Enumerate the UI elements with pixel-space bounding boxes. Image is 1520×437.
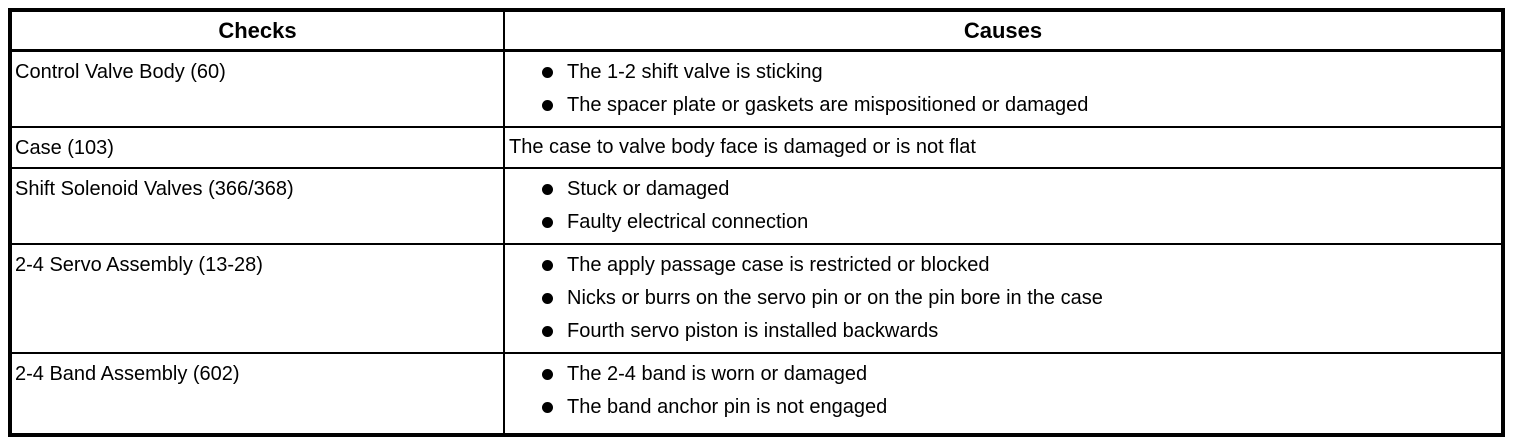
bullet-icon <box>542 326 553 337</box>
check-cell: 2-4 Servo Assembly (13-28) <box>12 245 505 352</box>
table-row-shift-solenoid-valves: Shift Solenoid Valves (366/368) Stuck or… <box>12 167 1501 243</box>
table-header-row: Checks Causes <box>12 12 1501 49</box>
table-row-servo-assembly: 2-4 Servo Assembly (13-28) The apply pas… <box>12 243 1501 352</box>
cause-item: Faulty electrical connection <box>505 206 1497 239</box>
check-cell: Control Valve Body (60) <box>12 52 505 126</box>
table-row-control-valve-body: Control Valve Body (60) The 1-2 shift va… <box>12 49 1501 126</box>
causes-cell: The case to valve body face is damaged o… <box>505 128 1501 167</box>
cause-text: Stuck or damaged <box>567 178 730 200</box>
cause-text: The 2-4 band is worn or damaged <box>567 363 868 385</box>
cause-text: The case to valve body face is damaged o… <box>509 136 976 158</box>
bullet-icon <box>542 402 553 413</box>
cause-text: The spacer plate or gaskets are misposit… <box>567 94 1089 116</box>
cause-item: The 1-2 shift valve is sticking <box>505 56 1497 89</box>
causes-cell: The apply passage case is restricted or … <box>505 245 1501 352</box>
cause-item: Nicks or burrs on the servo pin or on th… <box>505 282 1497 315</box>
check-cell: Shift Solenoid Valves (366/368) <box>12 169 505 243</box>
table-row-case: Case (103) The case to valve body face i… <box>12 126 1501 167</box>
causes-cell: The 2-4 band is worn or damaged The band… <box>505 354 1501 433</box>
bullet-icon <box>542 67 553 78</box>
bullet-icon <box>542 100 553 111</box>
cause-item: Stuck or damaged <box>505 173 1497 206</box>
cause-text: Fourth servo piston is installed backwar… <box>567 320 939 342</box>
check-cell: Case (103) <box>12 128 505 167</box>
column-header-checks: Checks <box>12 12 505 49</box>
cause-item: The spacer plate or gaskets are misposit… <box>505 89 1497 122</box>
check-cell: 2-4 Band Assembly (602) <box>12 354 505 433</box>
table-row-band-assembly: 2-4 Band Assembly (602) The 2-4 band is … <box>12 352 1501 433</box>
cause-item: Fourth servo piston is installed backwar… <box>505 315 1497 348</box>
cause-text: The apply passage case is restricted or … <box>567 254 990 276</box>
cause-text: The band anchor pin is not engaged <box>567 396 888 418</box>
bullet-icon <box>542 369 553 380</box>
diagnosis-table: Checks Causes Control Valve Body (60) Th… <box>8 8 1505 437</box>
cause-text: The 1-2 shift valve is sticking <box>567 61 823 83</box>
column-header-causes: Causes <box>963 17 1043 43</box>
causes-cell: Stuck or damaged Faulty electrical conne… <box>505 169 1501 243</box>
cause-text: Nicks or burrs on the servo pin or on th… <box>567 287 1103 309</box>
cause-item: The 2-4 band is worn or damaged <box>505 358 1497 391</box>
bullet-icon <box>542 293 553 304</box>
bullet-icon <box>542 184 553 195</box>
bullet-icon <box>542 260 553 271</box>
cause-text: Faulty electrical connection <box>567 211 809 233</box>
cause-item: The apply passage case is restricted or … <box>505 249 1497 282</box>
bullet-icon <box>542 217 553 228</box>
causes-cell: The 1-2 shift valve is sticking The spac… <box>505 52 1501 126</box>
cause-item: The band anchor pin is not engaged <box>505 391 1497 424</box>
